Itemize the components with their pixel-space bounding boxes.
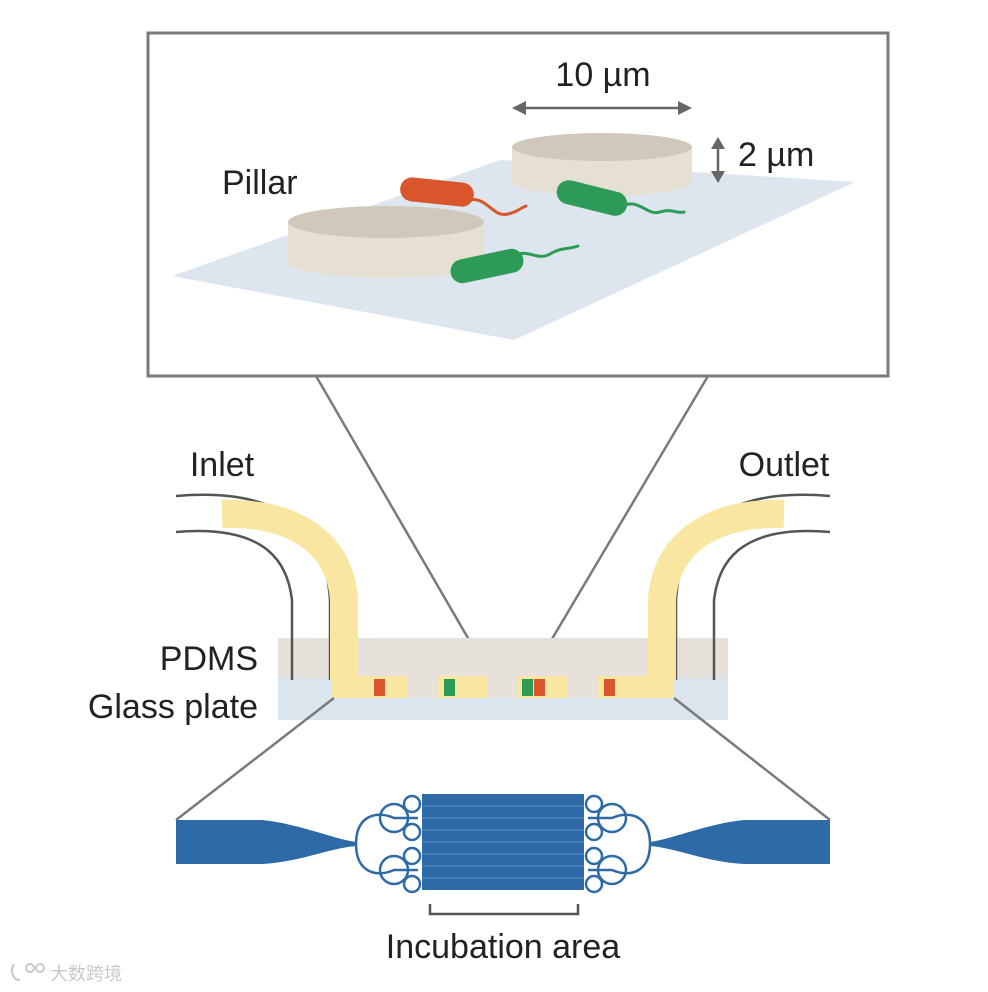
outlet-label: Outlet	[739, 446, 830, 484]
channel-top-view: Incubation area	[176, 794, 830, 966]
channel-pillar	[568, 676, 598, 698]
bacterium-orange	[400, 177, 528, 216]
channel-pillar	[408, 676, 438, 698]
bacterium-orange	[534, 679, 545, 696]
zoom-line-bottom-right	[673, 697, 831, 821]
bacterium-green	[444, 679, 455, 696]
distribution-network-right	[584, 794, 652, 894]
height-dimension-arrow	[711, 137, 725, 183]
pillar-back	[512, 133, 692, 196]
watermark-text: 大数跨境	[50, 964, 122, 985]
watermark-logo-icon	[11, 963, 45, 981]
bacterium-green-back	[556, 180, 686, 216]
inlet-label: Inlet	[190, 446, 255, 484]
incubation-area-label: Incubation area	[386, 928, 620, 966]
width-dimension-arrow	[512, 101, 692, 115]
bacterium-orange	[604, 679, 615, 696]
height-dimension-label: 2 µm	[738, 136, 814, 174]
pillar-front	[288, 206, 484, 278]
width-dimension-label: 10 µm	[555, 56, 650, 94]
zoom-line-right	[528, 375, 710, 677]
device-cross-section: Inlet Outlet PDMS Glass plate	[88, 446, 831, 726]
inlet-channel	[176, 820, 356, 864]
bacterium-green	[522, 679, 533, 696]
watermark: 大数跨境	[11, 963, 122, 985]
bacterium-green-front	[450, 244, 580, 284]
bacterium-orange	[374, 679, 385, 696]
outlet-channel	[650, 820, 830, 864]
outlet-tubing	[648, 493, 831, 680]
pdms-label: PDMS	[160, 640, 258, 678]
incubation-bracket	[428, 904, 580, 916]
incubation-channel-lines	[422, 805, 584, 879]
zoom-line-bottom-left	[175, 697, 335, 821]
zoom-line-left	[314, 375, 492, 677]
inset-panel: 10 µm 2 µm Pillar	[146, 31, 890, 378]
distribution-network-left	[354, 794, 422, 894]
glass-plate-label: Glass plate	[88, 688, 258, 726]
inlet-tubing	[175, 493, 358, 680]
pillar-label: Pillar	[222, 164, 298, 202]
channel-pillar	[488, 676, 518, 698]
